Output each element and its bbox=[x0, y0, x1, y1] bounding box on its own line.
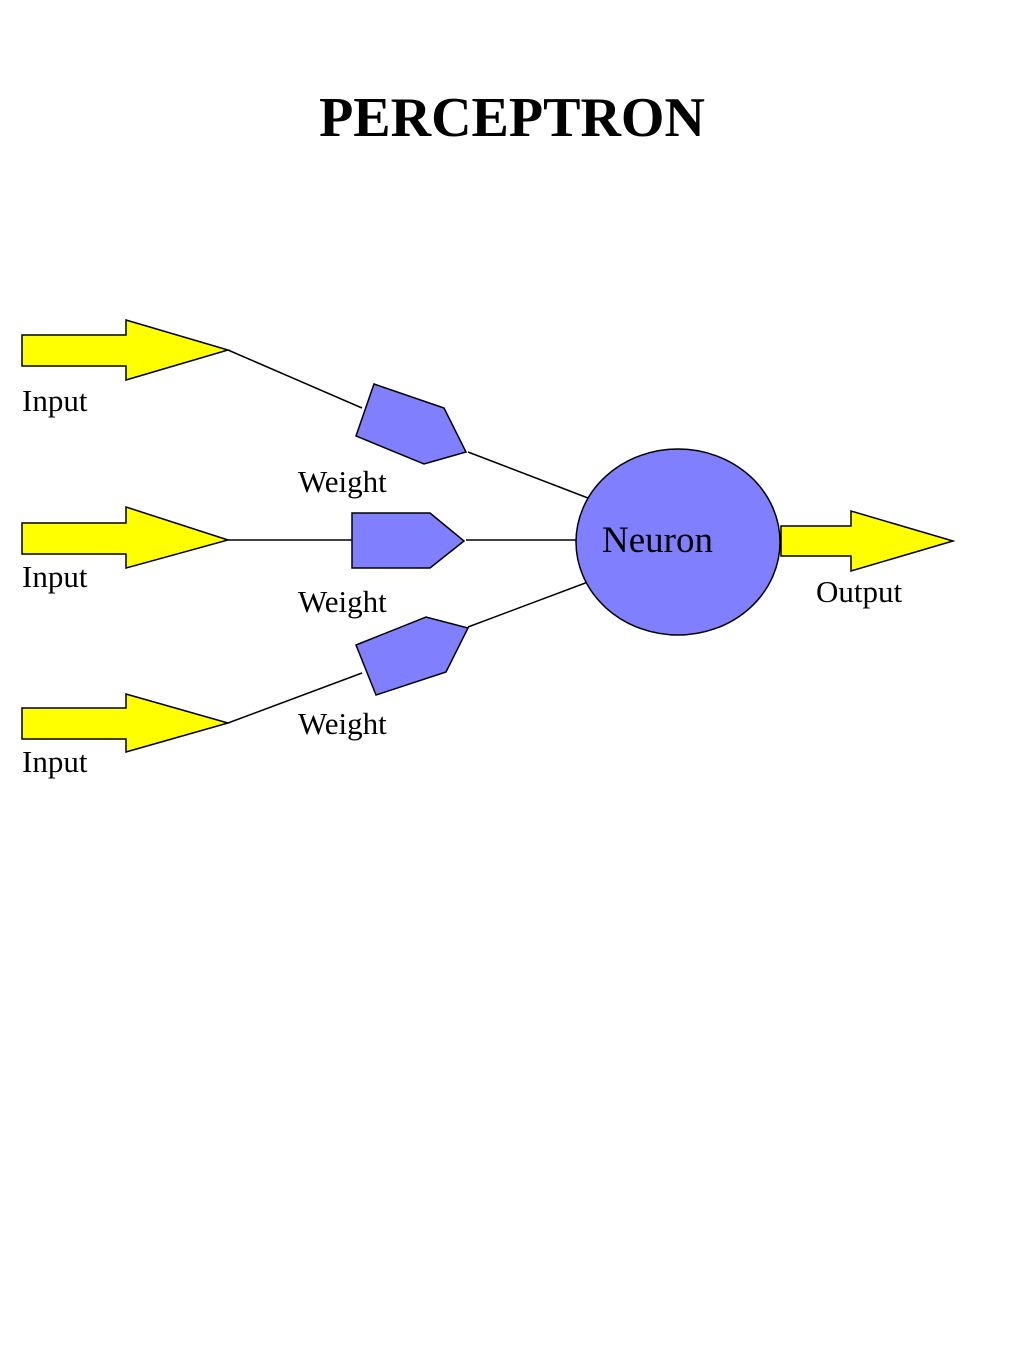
neuron-circle bbox=[575, 448, 781, 636]
connector-input-3-to-weight-3 bbox=[227, 672, 363, 724]
input-label-1: Input bbox=[22, 383, 88, 418]
connections bbox=[227, 349, 589, 724]
input-arrow-3 bbox=[21, 693, 231, 753]
connector-input-1-to-weight-1 bbox=[227, 349, 363, 409]
output-arrow bbox=[780, 509, 956, 573]
weight-shape-1 bbox=[355, 383, 468, 465]
weight-label-3: Weight bbox=[298, 706, 387, 741]
input-arrow-1 bbox=[21, 318, 231, 382]
weight-shape-3 bbox=[355, 616, 470, 696]
connector-weight-1-to-neuron bbox=[467, 451, 589, 499]
weight-label-1: Weight bbox=[298, 464, 387, 499]
output-label: Output bbox=[816, 574, 903, 609]
neuron-label: Neuron bbox=[602, 520, 713, 561]
input-arrow-2 bbox=[21, 505, 231, 569]
weight-label-2: Weight bbox=[298, 584, 387, 619]
page-title: PERCEPTRON bbox=[319, 87, 705, 149]
connector-weight-3-to-neuron bbox=[467, 581, 589, 628]
input-label-3: Input bbox=[22, 744, 88, 779]
input-label-2: Input bbox=[22, 559, 88, 594]
weight-shape-2 bbox=[351, 512, 466, 569]
